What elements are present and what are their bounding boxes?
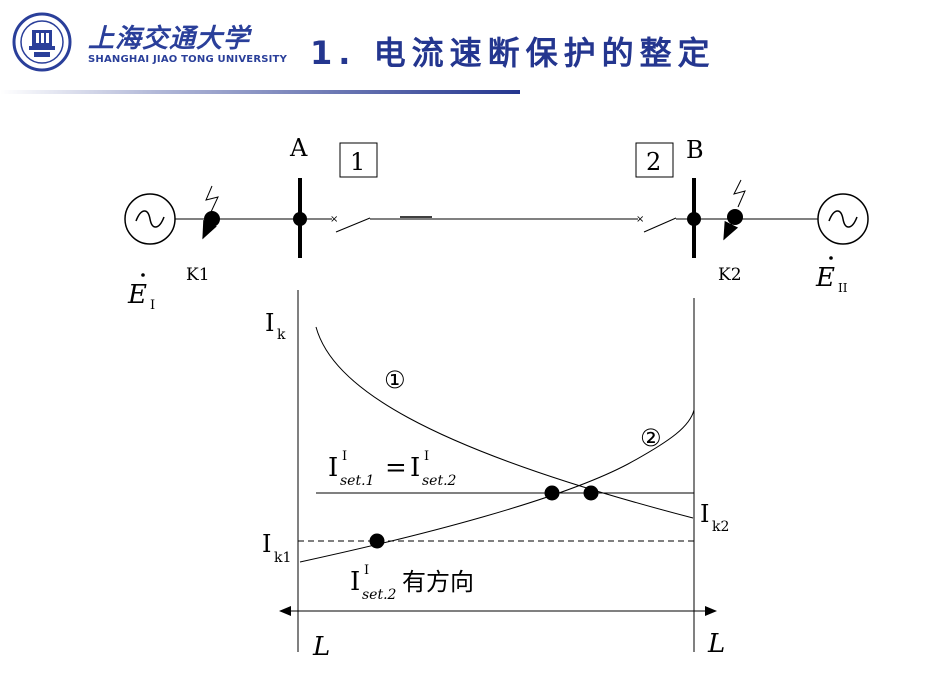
eq-lhs-main: I: [328, 453, 338, 483]
source-right-emf: E II: [815, 256, 848, 295]
eq-rhs-sup: I: [424, 449, 429, 464]
ik2-main: I: [700, 500, 709, 528]
length-label-right: L: [707, 629, 725, 659]
curve-2-tag: ②: [640, 424, 662, 452]
bus-a-label: A: [289, 134, 308, 162]
ik-main: I: [265, 309, 274, 337]
title-underline: [0, 90, 520, 94]
relay-2-box: [635, 142, 674, 178]
dir-text: 有方向: [402, 568, 474, 596]
eq-lhs-sub: set.1: [340, 473, 374, 489]
e-right-main: E: [815, 263, 835, 293]
fault-k1: [202, 185, 220, 240]
left-sine-wave: [135, 210, 165, 228]
lightning-icon-k1: [205, 185, 219, 213]
curve-1: [315, 326, 694, 519]
ik1-sub: k1: [274, 550, 291, 566]
fault-k2: [723, 179, 746, 241]
right-sine-wave: [828, 210, 858, 228]
left-source: [124, 193, 176, 245]
source-left-emf: E I: [127, 273, 155, 313]
dir-sub: set.2: [362, 587, 397, 603]
bus-b-label: B: [686, 136, 704, 164]
breaker-2-contact: ×: [636, 214, 644, 225]
dir-main: I: [350, 567, 360, 597]
ik2-sub: k2: [712, 519, 729, 535]
page-title: 1. 电流速断保护的整定: [310, 34, 716, 72]
eq-equals: =: [385, 453, 407, 483]
e-left-main: E: [127, 280, 147, 310]
breaker-1-contact: ×: [330, 214, 338, 225]
breaker-2-blade: [643, 217, 677, 233]
e-left-dot: [141, 273, 145, 277]
dir-sup: I: [364, 563, 369, 578]
curve-2: [299, 409, 695, 563]
university-logo: 上海交通大学 SHANGHAI JIAO TONG UNIVERSITY: [12, 12, 287, 74]
ik2-label: I k2: [700, 500, 729, 535]
setting-equation: I I set.1 = I I set.2: [328, 449, 457, 489]
sjtu-emblem-icon: [12, 12, 72, 72]
right-source: [817, 193, 869, 245]
k1-label: K1: [186, 265, 210, 285]
intersection-point-dashed: [369, 533, 385, 549]
length-label-left: L: [312, 632, 330, 662]
intersection-point-2: [583, 485, 599, 501]
right-generator-icon: [817, 193, 869, 245]
e-right-sub: II: [838, 281, 848, 295]
e-right-dot: [829, 256, 833, 260]
eq-lhs-sup: I: [342, 449, 347, 464]
relay-2-label: 2: [646, 148, 661, 176]
ik-label: I k: [265, 309, 286, 343]
breaker-1-blade: [335, 217, 371, 233]
k2-label: K2: [718, 265, 742, 285]
eq-rhs-sub: set.2: [422, 473, 457, 489]
logo-english-name: SHANGHAI JIAO TONG UNIVERSITY: [88, 54, 288, 65]
ik1-main: I: [262, 530, 271, 558]
lightning-icon-k2: [733, 179, 746, 208]
ik1-label: I k1: [262, 530, 291, 566]
eq-rhs-main: I: [410, 453, 420, 483]
relay-1-box: [339, 142, 378, 178]
relay-1-label: 1: [350, 148, 365, 176]
directional-setting-label: I I set.2 有方向: [350, 563, 474, 603]
intersection-point-1: [544, 485, 560, 501]
e-left-sub: I: [150, 298, 155, 313]
ik-sub: k: [277, 327, 286, 343]
curve-1-tag: ①: [384, 366, 406, 394]
logo-chinese-name: 上海交通大学: [88, 24, 251, 54]
fault-k1-arrow: [202, 218, 217, 240]
fault-k2-arrow: [723, 216, 739, 241]
